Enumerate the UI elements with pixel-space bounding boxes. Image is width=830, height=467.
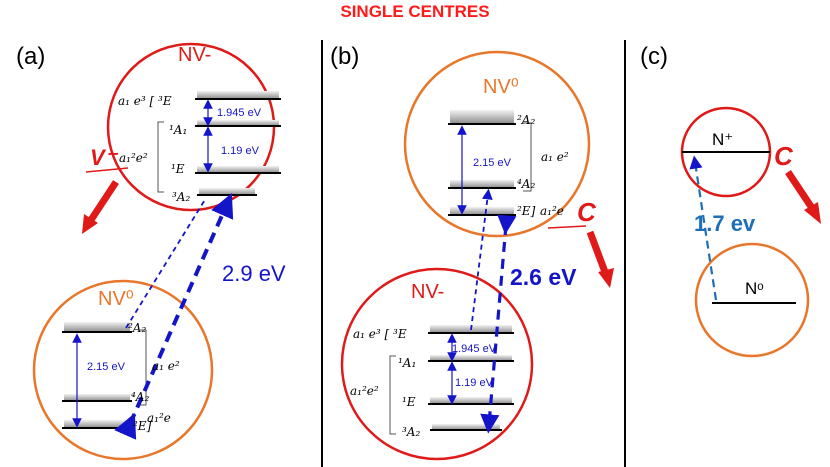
config-a1e2: a₁ e² <box>152 359 180 373</box>
nv-minus-label: NV- <box>178 44 212 66</box>
transition-label-2-6: 2.6 eV <box>510 264 577 290</box>
transition-1-7ev <box>689 155 718 301</box>
c-mark: C <box>774 141 793 171</box>
state-1e: ¹E <box>402 395 416 409</box>
bracket <box>523 122 532 192</box>
energy-1-19: 1.19 eV <box>455 377 493 389</box>
level-3a2 <box>432 424 500 430</box>
level-1e <box>430 397 512 404</box>
red-arrowhead <box>804 202 821 224</box>
c-mark: C <box>577 197 596 227</box>
state-4a2: ⁴A₂ <box>517 177 536 191</box>
red-arrow <box>785 170 815 210</box>
level-1e <box>197 166 279 173</box>
red-arrow <box>586 230 609 274</box>
red-arrowhead <box>82 214 98 234</box>
state-3e: a₁ e³ [ ³E <box>118 94 172 108</box>
transition-thin <box>125 197 207 329</box>
level-2e <box>64 420 130 428</box>
state-2e: ²E] <box>517 204 536 218</box>
config-a12e: a₁²e <box>540 204 564 218</box>
energy-1-945: 1.945 eV <box>217 107 262 119</box>
level-4a2 <box>64 394 130 401</box>
state-2a2: ²A₂ <box>517 113 536 127</box>
panel-label-c: (c) <box>640 43 668 70</box>
panel-label-a: (a) <box>16 43 46 70</box>
config-a1e2: a₁ e² <box>541 150 569 164</box>
energy-2-15: 2.15 eV <box>87 361 125 373</box>
config-a: a₁²e² <box>350 384 379 398</box>
level-2a2 <box>64 322 130 332</box>
transition-2-9ev <box>114 193 234 440</box>
bracket <box>157 121 164 193</box>
config-a12e: a₁²e <box>147 411 171 425</box>
nv0-label: NV⁰ <box>483 76 519 98</box>
transition-2-6ev <box>480 214 517 434</box>
nv-minus-label: NV- <box>411 281 445 303</box>
energy-1-945: 1.945 eV <box>452 343 497 355</box>
v-minus-mark: V⁻ <box>90 145 117 170</box>
transition-thin <box>470 188 493 331</box>
state-3a2: ³A₂ <box>402 425 421 439</box>
v-underline <box>85 167 129 173</box>
energy-1-19: 1.19 eV <box>221 145 259 157</box>
nv0-label: NV⁰ <box>98 288 134 310</box>
level-1a1 <box>197 120 279 126</box>
c-underline <box>547 225 587 229</box>
state-2a2: ²A₂ <box>128 321 147 335</box>
level-4a2 <box>450 180 514 188</box>
level-2a2 <box>450 110 514 124</box>
state-1e: ¹E <box>171 162 185 176</box>
red-arrowhead <box>598 268 614 288</box>
state-3a2: ³A₂ <box>172 190 191 204</box>
state-1a1: ¹A₁ <box>398 356 417 370</box>
n-plus-label: N⁺ <box>712 130 734 149</box>
level-2e <box>450 207 514 215</box>
level-3a2 <box>199 188 255 195</box>
energy-2-15: 2.15 eV <box>473 157 511 169</box>
state-4a2: ⁴A₂ <box>131 390 150 404</box>
bracket <box>389 355 396 435</box>
n0-circle <box>694 242 810 358</box>
config-a: a₁²e² <box>119 151 148 165</box>
transition-label-1-7: 1.7 ev <box>694 211 756 236</box>
state-1a1: ¹A₁ <box>169 123 188 137</box>
transition-label-2-9: 2.9 eV <box>222 261 286 286</box>
n0-label: Nᵒ <box>745 279 764 298</box>
red-arrow <box>88 180 119 222</box>
state-3e: a₁ e³ [ ³E <box>353 327 407 341</box>
level-3e <box>197 91 279 99</box>
panel-label-b: (b) <box>330 43 360 70</box>
nv-minus-circle <box>340 267 534 461</box>
page-title: SINGLE CENTRES <box>340 2 490 21</box>
state-2e: ²E] <box>133 419 152 433</box>
level-1a1 <box>430 355 512 361</box>
